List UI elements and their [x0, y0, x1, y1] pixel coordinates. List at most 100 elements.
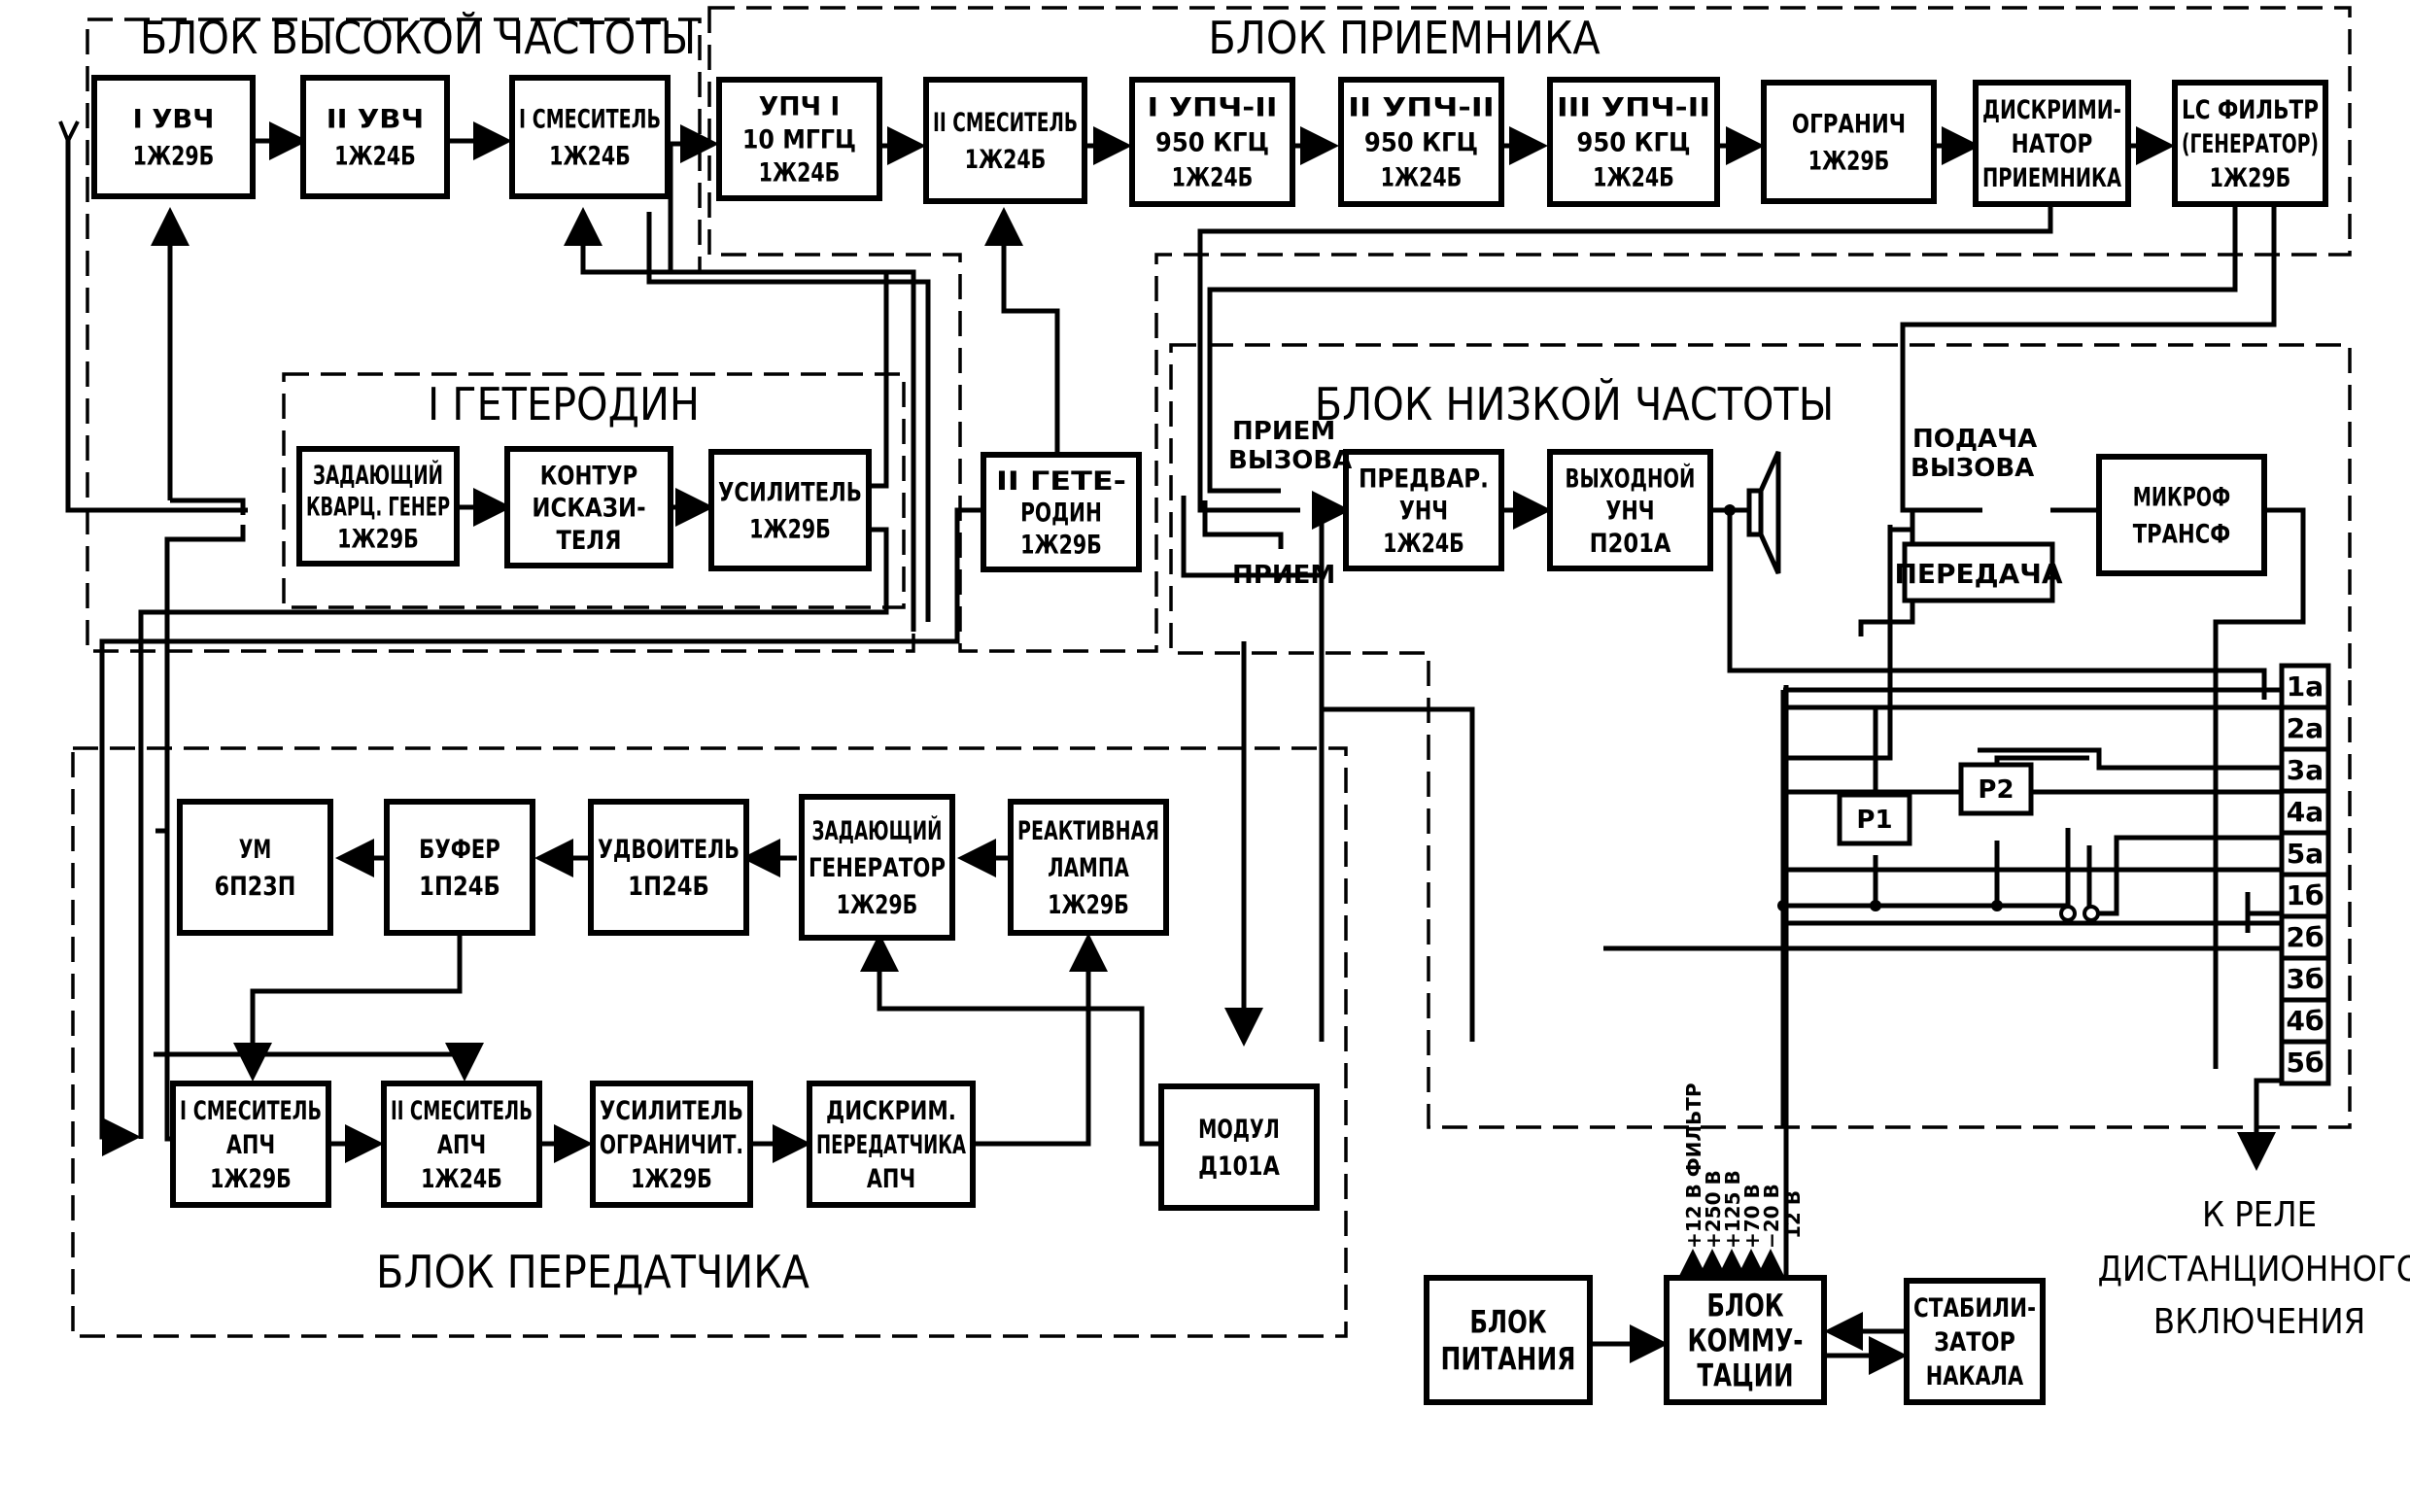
block-frame [2096, 454, 2267, 576]
connector-pin-label: 4а [2287, 796, 2324, 828]
block-label: 1Ж24Б [1381, 163, 1463, 193]
block-label: РОДИН [1020, 498, 1102, 529]
block-label: 1Ж24Б [965, 145, 1047, 175]
voltage-label: +250 В [1702, 1170, 1725, 1249]
block-label: ПРИЕМНИКА [1982, 163, 2121, 193]
block-label: 1Ж24Б [1172, 163, 1254, 193]
block-label: БЛОК [1469, 1304, 1546, 1341]
block-label: 950 КГЦ [1576, 128, 1690, 158]
block-label: ЗАДАЮЩИЙ [812, 815, 943, 846]
block-label: УНЧ [1399, 497, 1448, 527]
title-lo1-group: I ГЕТЕРОДИН [428, 378, 700, 430]
block-label: Д101А [1198, 1151, 1280, 1182]
block-label: ПЕРЕДАТЧИКА [816, 1130, 966, 1160]
block-label: МИКРОФ [2133, 483, 2230, 513]
block-frame [923, 77, 1087, 204]
block-label: I СМЕСИТЕЛЬ [519, 105, 661, 135]
rx-mode-label: ПРИЕМ [1232, 561, 1335, 590]
connector-pin: 2б [2279, 913, 2331, 961]
block-label: ТАЦИИ [1697, 1357, 1793, 1394]
block-label: ПРЕДВАР. [1359, 464, 1489, 494]
connector-pin-label: 5б [2286, 1047, 2324, 1079]
block-label: 1Ж29Б [210, 1164, 292, 1194]
block-label: III УПЧ-II [1557, 93, 1710, 123]
block-frame [590, 1081, 753, 1208]
block-label: НАТОР [2012, 129, 2093, 159]
connector-pin-label: 4б [2286, 1005, 2324, 1037]
block-label: 1Ж29Б [337, 524, 419, 554]
relay-p1-label: P1 [1856, 806, 1892, 835]
connector-pin: 4б [2279, 997, 2331, 1045]
block-label: 1Ж29Б [133, 142, 215, 172]
voltage-label: +12 В ФИЛЬТР [1682, 1083, 1705, 1250]
block-label: ИСКАЗИ- [532, 494, 645, 524]
block-label: УПЧ I [759, 92, 841, 122]
block-frame [588, 799, 749, 936]
block-label: 1Ж24Б [334, 142, 416, 172]
block-label: ЗАТОР [1934, 1327, 2015, 1357]
block-label: 1Ж29Б [2210, 163, 2291, 193]
block-label: I УВЧ [133, 105, 215, 135]
block-label: 1Ж29Б [1048, 890, 1129, 920]
block-frame [799, 794, 955, 941]
block-mix1: I СМЕСИТЕЛЬ 1Ж24Б [509, 75, 671, 199]
block-label: УСИЛИТЕЛЬ [600, 1096, 743, 1126]
remote-note-line: К РЕЛЕ [2202, 1195, 2317, 1235]
connector-pin-label: 5а [2287, 838, 2324, 870]
connector-pin: 3а [2279, 746, 2331, 794]
block-label: 1Ж29Б [1020, 530, 1102, 560]
connector-pin: 5б [2279, 1039, 2331, 1086]
frame-tx-block [71, 746, 1348, 1338]
block-label: КОНТУР [540, 461, 637, 491]
block-label: II УВЧ [327, 105, 424, 135]
block-frame [1343, 449, 1504, 571]
block-frame [981, 452, 1142, 572]
block-label: УНЧ [1605, 497, 1654, 527]
block-label: LC ФИЛЬТР [2182, 95, 2319, 125]
call-rx-label-1: ПРИЕМ [1232, 417, 1335, 446]
block-label: 1Ж24Б [1383, 529, 1464, 559]
block-frame [504, 446, 673, 568]
tx-mode-box: ПЕРЕДАЧА [1894, 541, 2063, 603]
block-label: ОГРАНИЧ [1792, 110, 1906, 140]
block-label: 1Ж24Б [549, 142, 631, 172]
blocks-layer: I УВЧ 1Ж29Б II УВЧ 1Ж24Б I СМЕСИТЕЛЬ 1Ж24Б УПЧ… [91, 75, 2328, 1405]
voltage-label: 12 В [1781, 1190, 1805, 1239]
block-frame [807, 1081, 976, 1208]
block-frame [716, 77, 882, 201]
block-frame [1129, 77, 1295, 207]
block-label: 1Ж24Б [1593, 163, 1674, 193]
call-rx-label-2: ВЫЗОВА [1228, 446, 1352, 475]
connector-pin: 5а [2279, 830, 2331, 877]
block-label: УДВОИТЕЛЬ [598, 835, 740, 865]
voltage-label: +70 В [1740, 1184, 1764, 1249]
remote-note-line: ДИСТАНЦИОННОГО [2098, 1250, 2410, 1289]
block-label: БУФЕР [419, 835, 500, 865]
block-frame [170, 1081, 331, 1208]
block-frame [1338, 77, 1504, 207]
voltage-label: +125 В [1721, 1170, 1744, 1249]
block-frame [708, 449, 872, 571]
block-frame [1761, 80, 1937, 204]
title-lf-block: БЛОК НИЗКОЙ ЧАСТОТЫ [1315, 378, 1834, 430]
connector-pin-label: 2а [2287, 712, 2324, 744]
block-frame [1904, 1278, 2046, 1405]
block-label: ЛАМПА [1048, 853, 1129, 883]
tx-mode-label: ПЕРЕДАЧА [1894, 558, 2062, 590]
block-label: 1Ж29Б [631, 1164, 712, 1194]
